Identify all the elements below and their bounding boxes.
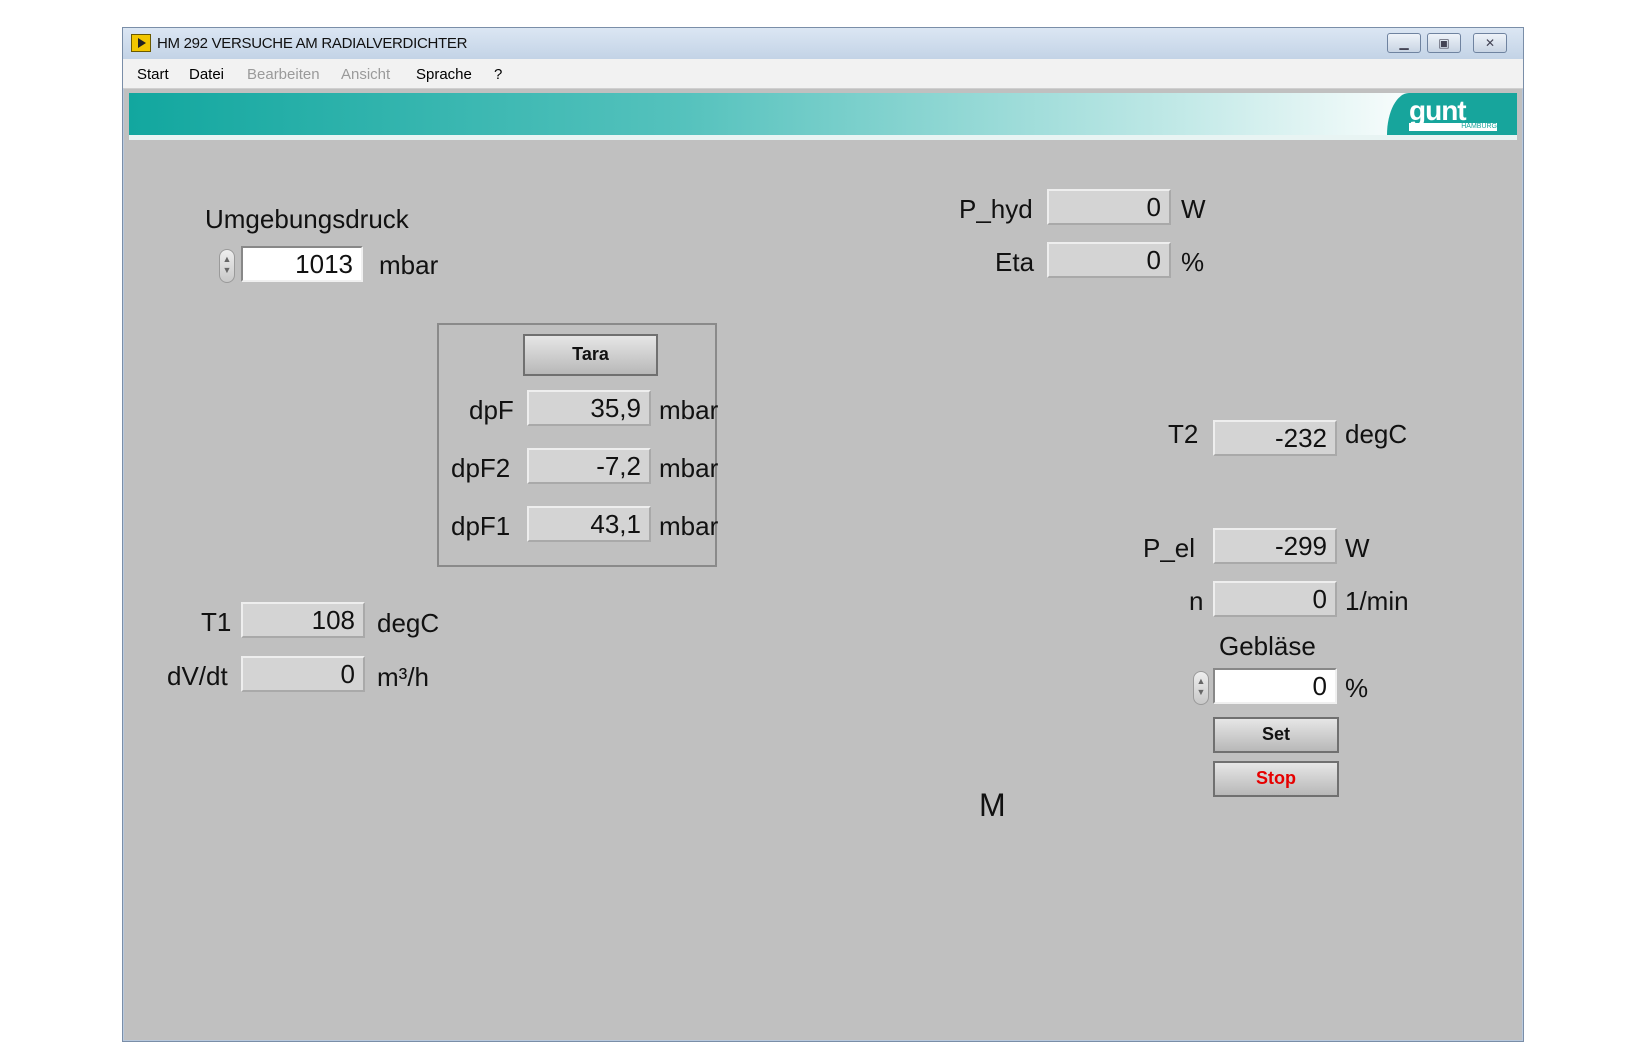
- tara-button[interactable]: Tara: [523, 334, 658, 376]
- n-value: 0: [1213, 581, 1337, 617]
- n-label: n: [1189, 586, 1204, 616]
- close-icon: ✕: [1484, 36, 1496, 50]
- t2-value: -232: [1213, 420, 1337, 456]
- menu-sprache[interactable]: Sprache: [416, 66, 472, 83]
- menu-bearbeiten[interactable]: Bearbeiten: [247, 66, 320, 83]
- set-button[interactable]: Set: [1213, 717, 1339, 753]
- ambient-pressure-unit: mbar: [379, 250, 439, 280]
- menu-ansicht[interactable]: Ansicht: [341, 66, 391, 83]
- t1-unit: degC: [377, 608, 440, 638]
- minimize-icon: ▁: [1399, 36, 1409, 50]
- close-button[interactable]: ✕: [1473, 33, 1507, 53]
- dpf2-value: -7,2: [527, 448, 651, 484]
- stop-button[interactable]: Stop: [1213, 761, 1339, 797]
- title-bar: HM 292 VERSUCHE AM RADIALVERDICHTER ▁ ▣ …: [123, 28, 1523, 60]
- gunt-logo: gunt HAMBURG: [1387, 93, 1517, 135]
- labview-app-icon: [131, 34, 151, 52]
- dpf2-label: dpF2: [451, 453, 511, 483]
- header-banner: gunt HAMBURG: [129, 93, 1517, 135]
- p-hyd-value: 0: [1047, 189, 1171, 225]
- blower-input[interactable]: 0: [1213, 668, 1337, 704]
- eta-label: Eta: [995, 247, 1035, 277]
- p-hyd-label: P_hyd: [959, 194, 1033, 224]
- p-hyd-unit: W: [1181, 194, 1206, 224]
- t2-label: T2: [1168, 419, 1199, 449]
- dpf2-unit: mbar: [659, 453, 719, 483]
- n-unit: 1/min: [1345, 586, 1409, 616]
- p-el-unit: W: [1345, 533, 1370, 563]
- menu-start[interactable]: Start: [137, 66, 169, 83]
- dpf-value: 35,9: [527, 390, 651, 426]
- t2-unit: degC: [1345, 419, 1408, 449]
- eta-unit: %: [1181, 247, 1205, 277]
- minimize-button[interactable]: ▁: [1387, 33, 1421, 53]
- maximize-button[interactable]: ▣: [1427, 33, 1461, 53]
- pressure-group: [437, 323, 717, 567]
- t1-label: T1: [201, 607, 232, 637]
- menu-bar: Start Datei Bearbeiten Ansicht Sprache ?: [123, 59, 1523, 89]
- dpf1-unit: mbar: [659, 511, 719, 541]
- application-window: HM 292 VERSUCHE AM RADIALVERDICHTER ▁ ▣ …: [122, 27, 1524, 1042]
- ambient-pressure-input[interactable]: 1013: [241, 246, 363, 282]
- p-el-label: P_el: [1143, 533, 1196, 563]
- window-title: HM 292 VERSUCHE AM RADIALVERDICHTER: [157, 35, 468, 52]
- dpf-label: dpF: [469, 395, 514, 425]
- ambient-pressure-spinner[interactable]: ▲▼: [219, 249, 235, 283]
- blower-label: Gebläse: [1219, 631, 1316, 661]
- flow-unit: m³/h: [377, 662, 429, 692]
- ambient-pressure-label: Umgebungsdruck: [205, 204, 409, 234]
- motor-label: M: [979, 787, 1006, 823]
- menu-datei[interactable]: Datei: [189, 66, 225, 83]
- blower-spinner[interactable]: ▲▼: [1193, 671, 1209, 705]
- eta-value: 0: [1047, 242, 1171, 278]
- dpf1-value: 43,1: [527, 506, 651, 542]
- dpf-unit: mbar: [659, 395, 719, 425]
- menu-help[interactable]: ?: [494, 66, 503, 83]
- t1-value: 108: [241, 602, 365, 638]
- dpf1-label: dpF1: [451, 511, 511, 541]
- p-el-value: -299: [1213, 528, 1337, 564]
- maximize-icon: ▣: [1438, 36, 1450, 50]
- flow-label: dV/dt: [167, 661, 228, 691]
- flow-value: 0: [241, 656, 365, 692]
- blower-unit: %: [1345, 673, 1369, 703]
